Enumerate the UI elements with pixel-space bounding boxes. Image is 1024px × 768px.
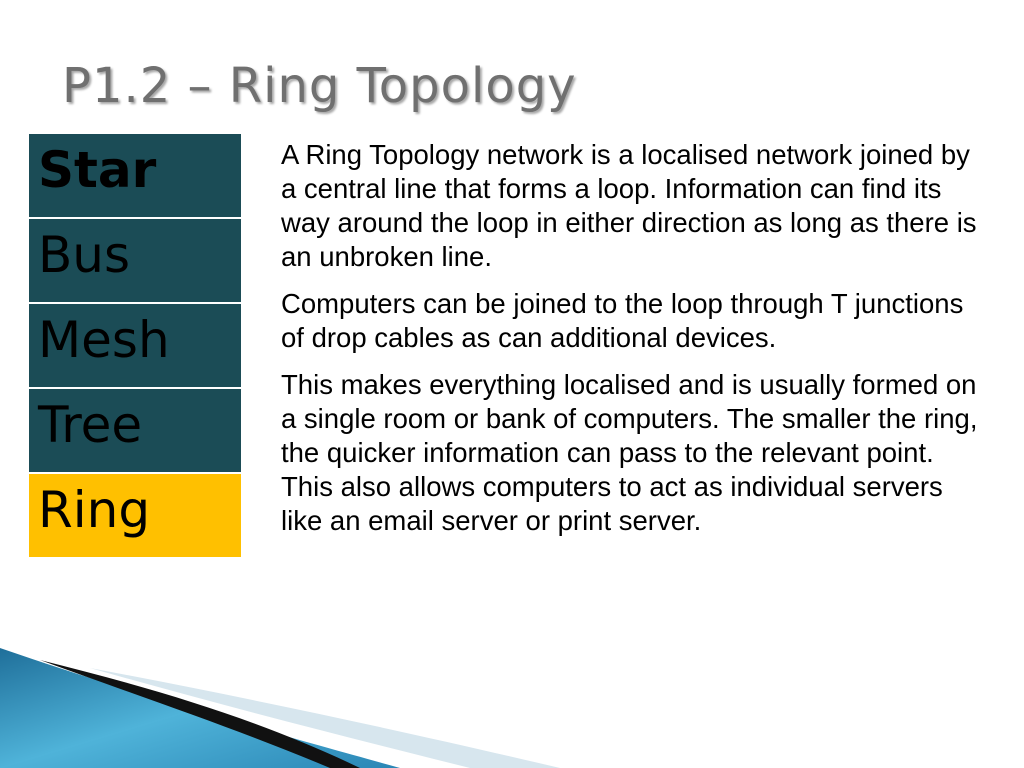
- paragraph-2: Computers can be joined to the loop thro…: [281, 288, 964, 353]
- content-body: A Ring Topology network is a localised n…: [281, 138, 991, 551]
- paragraph-3: This makes everything localised and is u…: [281, 369, 978, 536]
- paragraph-1: A Ring Topology network is a localised n…: [281, 139, 977, 272]
- menu-item-star[interactable]: Star: [29, 134, 241, 217]
- menu-item-bus[interactable]: Bus: [29, 219, 241, 302]
- topology-menu: Star Bus Mesh Tree Ring: [29, 134, 241, 559]
- black-swoosh: [40, 660, 360, 768]
- menu-item-mesh[interactable]: Mesh: [29, 304, 241, 387]
- menu-item-ring[interactable]: Ring: [29, 474, 241, 557]
- menu-item-tree[interactable]: Tree: [29, 389, 241, 472]
- blue-swoosh: [0, 648, 400, 768]
- light-swoosh: [90, 668, 560, 768]
- slide-title: P1.2 – Ring Topology: [62, 58, 577, 114]
